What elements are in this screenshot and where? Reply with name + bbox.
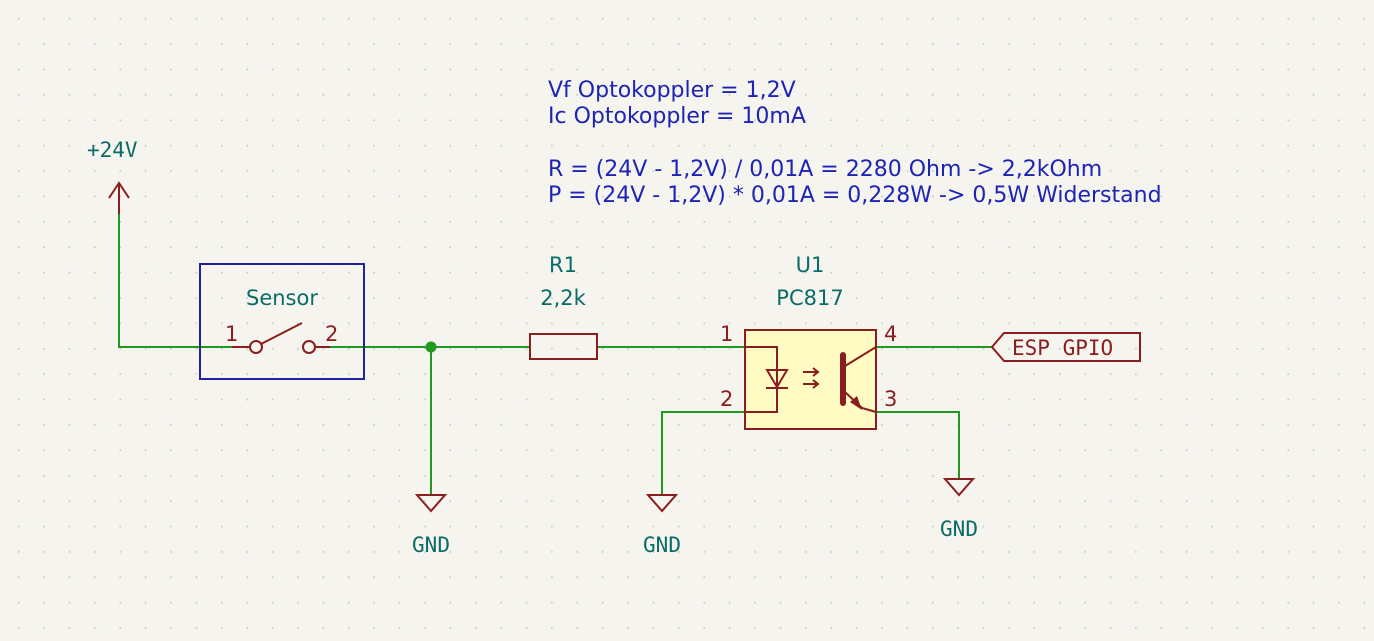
ground-1[interactable]: GND <box>412 494 450 557</box>
ground-3-icon <box>942 478 976 497</box>
wire-24v-to-sensor <box>118 214 232 348</box>
ground-1-label: GND <box>412 533 450 557</box>
switch-contact-right <box>302 340 316 354</box>
sensor-block[interactable]: Sensor 1 2 <box>199 263 365 380</box>
resistor-r1[interactable]: R1 2,2k <box>529 253 598 360</box>
sensor-pin2-label: 2 <box>325 322 338 346</box>
wire-junction-dot <box>425 341 437 353</box>
note-power: P = (24V - 1,2V) * 0,01A = 0,228W -> 0,5… <box>548 183 1162 208</box>
led-leads <box>745 346 778 413</box>
note-resistance: R = (24V - 1,2V) / 0,01A = 2280 Ohm -> 2… <box>548 157 1102 182</box>
note-ic: Ic Optokoppler = 10mA <box>548 104 806 129</box>
gpio-label-tag[interactable]: ESP GPIO <box>990 332 1141 362</box>
note-vf: Vf Optokoppler = 1,2V <box>548 78 796 103</box>
sensor-label: Sensor <box>246 286 318 310</box>
wire-u1pin3-to-gnd <box>876 411 960 479</box>
optocoupler-pin1-label: 1 <box>720 322 733 346</box>
optocoupler-value: PC817 <box>776 286 843 310</box>
resistor-value: 2,2k <box>540 286 586 310</box>
transistor-leads <box>844 346 877 413</box>
resistor-body-icon <box>529 333 598 360</box>
gpio-label: ESP GPIO <box>1012 336 1113 360</box>
ground-3-label: GND <box>940 517 978 541</box>
wire-u1pin2-to-gnd <box>661 411 745 495</box>
sensor-frame <box>199 263 365 380</box>
led-diode-icon <box>765 369 789 389</box>
power-24v[interactable]: +24V <box>87 138 138 214</box>
light-arrows-icon <box>803 367 820 389</box>
sensor-pin1-label: 1 <box>225 322 238 346</box>
optocoupler-pin2-label: 2 <box>720 387 733 411</box>
switch-contact-left <box>249 340 263 354</box>
calculation-notes: Vf Optokoppler = 1,2V Ic Optokoppler = 1… <box>548 78 1162 208</box>
optocoupler-ref: U1 <box>796 253 825 277</box>
transistor-emitter-arrow-icon <box>850 396 862 410</box>
ground-2-label: GND <box>643 533 681 557</box>
optocoupler-pin4-label: 4 <box>884 322 897 346</box>
ground-3[interactable]: GND <box>940 478 978 541</box>
ground-2-icon <box>645 494 679 513</box>
power-arrow-icon <box>108 181 130 214</box>
power-label: +24V <box>87 138 138 162</box>
optocoupler-body <box>744 329 877 430</box>
resistor-ref: R1 <box>549 253 577 277</box>
ground-2[interactable]: GND <box>643 494 681 557</box>
optocoupler-pin3-label: 3 <box>884 387 897 411</box>
ground-1-icon <box>414 494 448 513</box>
optocoupler-u1[interactable]: U1 PC817 1 2 4 3 <box>720 253 897 430</box>
switch-lever-icon <box>260 322 303 345</box>
gpio-tag-outline <box>990 332 1141 362</box>
